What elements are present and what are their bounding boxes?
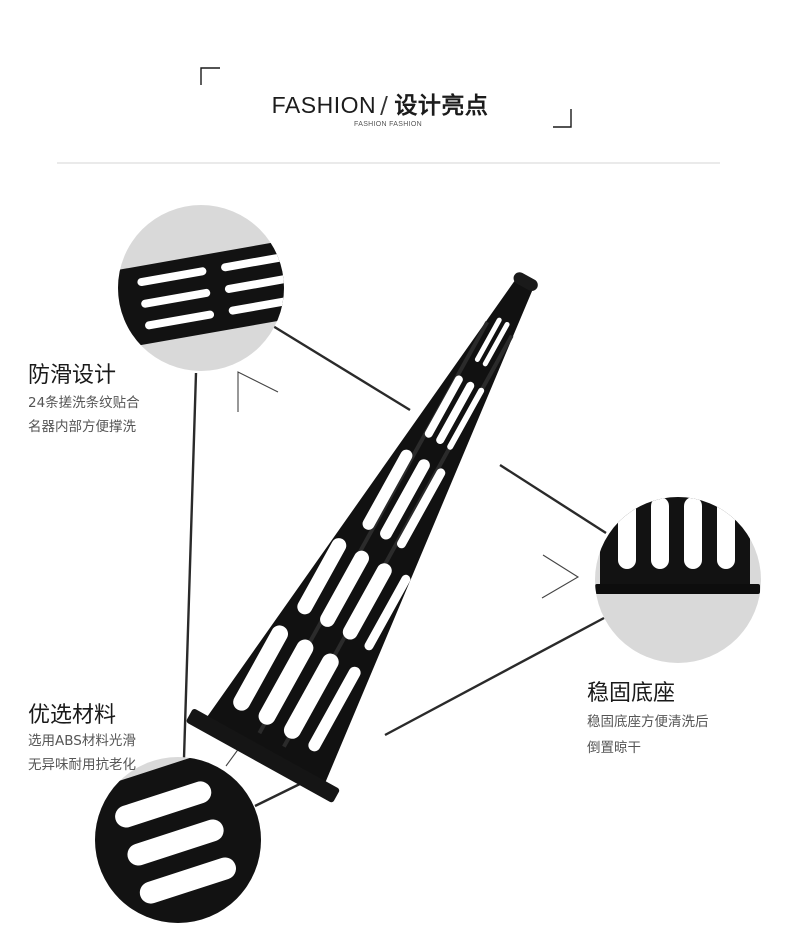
feature-desc-base-1: 稳固底座方便清洗后 xyxy=(587,714,709,730)
feature-desc-antislip-2: 名器内部方便撑洗 xyxy=(28,419,136,435)
bracket-top-left xyxy=(200,67,220,85)
detail-circle-material xyxy=(95,757,261,923)
feature-desc-base-2: 倒置晾干 xyxy=(587,740,641,756)
page-subtitle: FASHION FASHION xyxy=(354,121,422,128)
connector-lines xyxy=(182,321,607,808)
detail-circle-grip xyxy=(118,205,284,371)
feature-desc-material-2: 无异味耐用抗老化 xyxy=(28,757,136,773)
feature-desc-antislip-1: 24条搓洗条纹贴合 xyxy=(28,395,140,411)
feature-desc-material-1: 选用ABS材料光滑 xyxy=(28,733,136,749)
feature-title-base: 稳固底座 xyxy=(587,681,676,706)
feature-title-material: 优选材料 xyxy=(28,703,117,728)
feature-title-antislip: 防滑设计 xyxy=(28,363,117,388)
detail-circle-base xyxy=(595,497,761,663)
page-title: FASHION/设计亮点 xyxy=(0,86,760,120)
product-cone xyxy=(186,272,538,803)
bracket-bottom-right xyxy=(553,109,572,128)
title-slash: / xyxy=(380,93,389,119)
title-cn: 设计亮点 xyxy=(394,93,489,119)
title-en: FASHION xyxy=(271,92,377,118)
